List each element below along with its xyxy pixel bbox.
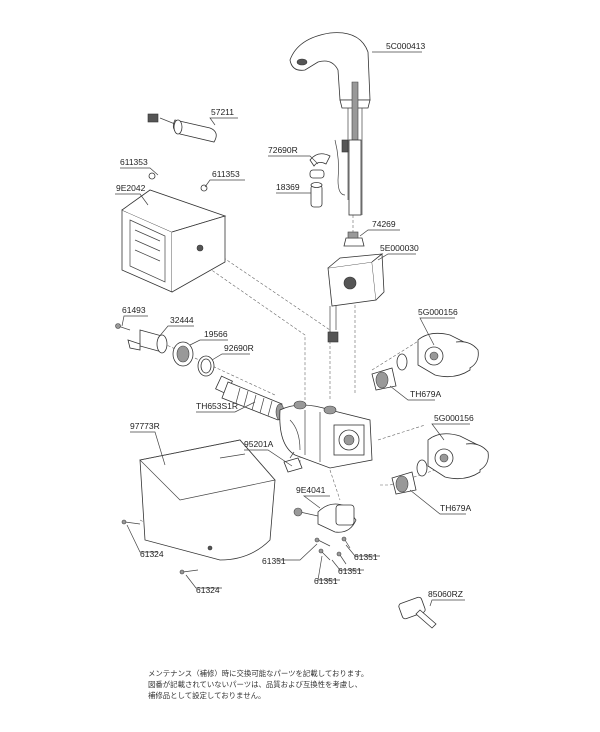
label-57211: 57211 [211,107,234,117]
clip-72690r [309,153,331,179]
label-32444: 32444 [170,315,194,325]
battery-57211 [147,113,217,143]
solenoid-valve-5e000030 [327,253,385,343]
label-72690r: 72690R [268,145,298,155]
label-61351-bottom: 61351 [314,576,338,586]
connector-5g000156-lower [427,433,489,480]
label-74269: 74269 [372,219,396,229]
label-61324-upper: 61324 [140,549,164,559]
sensor-9e4041 [293,503,357,533]
screws-61351 [314,536,351,565]
label-th653s1r: TH653S1R [196,401,238,411]
label-th679a-upper: TH679A [410,389,442,399]
label-61351-right: 61351 [354,552,378,562]
note-line-3: 補修品として設定しておりません。 [148,691,266,700]
label-5g000156-lower: 5G000156 [434,413,474,423]
label-5g000156-upper: 5G000156 [418,307,458,317]
leader-lines [115,51,470,607]
maintenance-note: メンテナンス（補修）時に交換可能なパーツを記載しております。 図番が記載されてい… [148,668,448,701]
connector-5g000156-upper [417,332,479,378]
seal-th679a-lower [391,459,428,495]
screw-61493 [115,323,131,331]
label-61351-middle: 61351 [338,566,362,576]
label-th679a-lower: TH679A [440,503,472,513]
label-61493: 61493 [122,305,146,315]
nut-74269 [343,231,365,247]
label-95201a: 95201A [244,439,274,449]
label-9e4041: 9E4041 [296,485,326,495]
ring-19566 [172,341,194,367]
label-5c000413: 5C000413 [386,41,426,51]
oring-92690r [197,355,215,377]
seal-th679a-upper [371,353,408,391]
label-9e2042: 9E2042 [116,183,146,193]
note-line-1: メンテナンス（補修）時に交換可能なパーツを記載しております。 [148,669,369,678]
key-85060rz [398,596,437,629]
faucet-spout [289,32,371,216]
control-box-9e2042 [121,172,227,293]
label-92690r: 92690R [224,343,254,353]
label-61324-lower: 61324 [196,585,220,595]
label-61351-left: 61351 [262,556,286,566]
part-labels: 5C000413 57211 611353 611353 9E2042 7269… [116,41,474,599]
note-line-2: 図番が記載されていないパーツは、品質および互換性を考慮し、 [148,680,362,689]
cap-32444 [127,329,168,354]
clip-95201a [283,451,303,473]
label-19566: 19566 [204,329,228,339]
label-85060rz: 85060RZ [428,589,463,599]
label-18369: 18369 [276,182,300,192]
label-611353-left: 611353 [120,157,148,167]
screws-61324 [121,519,199,575]
label-97773r: 97773R [130,421,160,431]
cover-97773r [139,439,276,561]
thermo-cartridge-th653s1r [215,375,285,421]
sleeve-18369 [310,182,323,208]
label-5e000030: 5E000030 [380,243,419,253]
mixing-valve-body [279,400,373,469]
label-611353-right: 611353 [212,169,240,179]
